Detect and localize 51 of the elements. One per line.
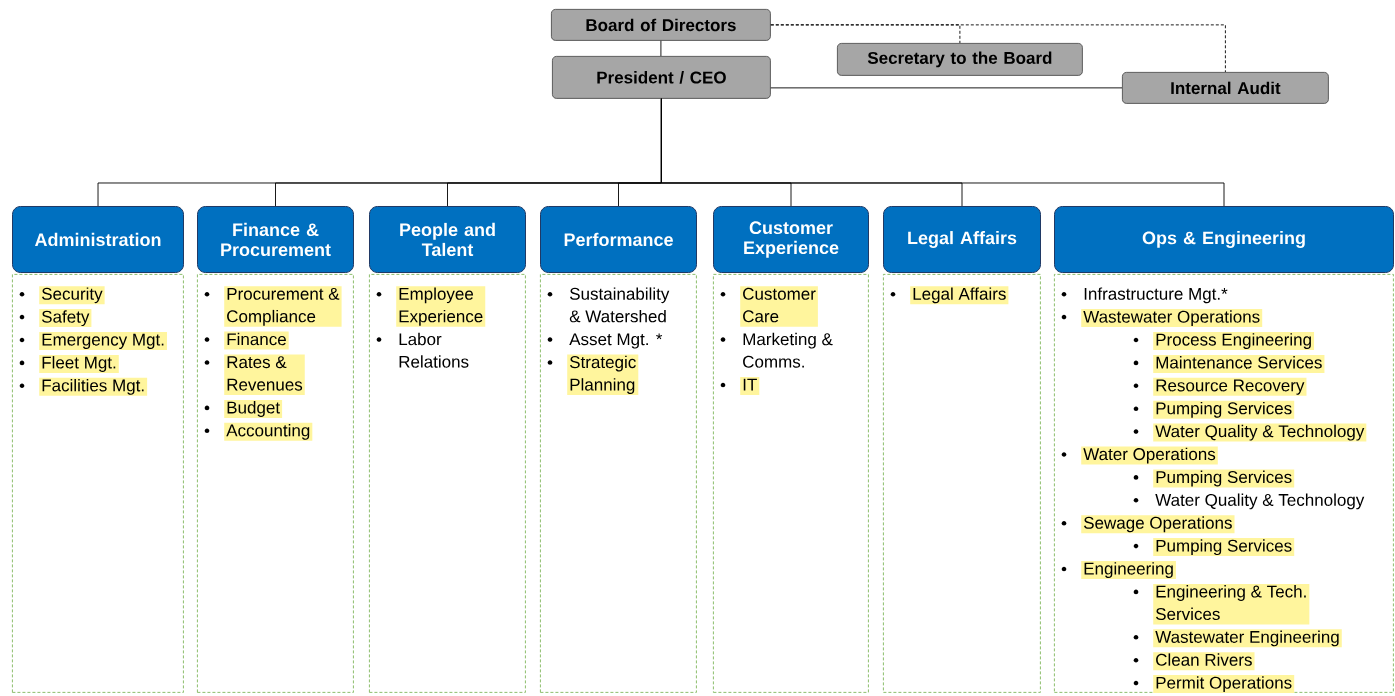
bullet-item: Maintenance Services xyxy=(1133,354,1325,373)
bullet-item: Rates & Revenues xyxy=(204,354,305,395)
connector-line xyxy=(770,24,1226,73)
bullet-item: IT xyxy=(720,377,760,395)
connector-line xyxy=(660,40,662,57)
bullet-item: Legal Affairs xyxy=(890,286,1009,305)
role-box: Secretary to the Board xyxy=(837,43,1083,76)
bullet-item: Employee Experience xyxy=(376,286,486,327)
bullet-item: Sewage Operations xyxy=(1061,515,1235,534)
role-box: President / CEO xyxy=(552,56,771,99)
bullet-item: Asset Mgt. * xyxy=(547,333,663,349)
bullet-item: Resource Recovery xyxy=(1133,377,1307,396)
bullet-item: Engineering & Tech. Services xyxy=(1133,583,1310,625)
department-box: Finance & Procurement xyxy=(197,206,354,273)
bullet-item: Clean Rivers xyxy=(1133,652,1255,671)
role-box: Board of Directors xyxy=(551,9,771,41)
bullet-item: Engineering xyxy=(1061,561,1176,579)
department-box: People and Talent xyxy=(369,206,526,273)
connector-line xyxy=(660,98,1225,207)
bullet-item: Wastewater Operations xyxy=(1061,309,1263,328)
bullet-item: Safety xyxy=(19,309,92,328)
role-box: Internal Audit xyxy=(1122,72,1329,104)
bullet-item: Wastewater Engineering xyxy=(1133,629,1342,648)
bullet-item: Budget xyxy=(204,399,283,418)
bullet-item: Strategic Planning xyxy=(547,354,639,395)
bullet-item: Pumping Services xyxy=(1133,400,1295,419)
bullet-item: Sustainability & Watershed xyxy=(547,287,670,323)
department-box: Ops & Engineering xyxy=(1054,206,1394,273)
bullet-item: Emergency Mgt. xyxy=(19,332,167,350)
bullet-item: Marketing & Comms. xyxy=(720,332,833,368)
bullet-item: Customer Care xyxy=(720,286,818,327)
bullet-item: Fleet Mgt. xyxy=(19,354,119,373)
bullet-item: Water Quality & Technology xyxy=(1133,423,1367,442)
department-box: Performance xyxy=(540,206,697,273)
bullet-item: Procurement & Compliance xyxy=(204,286,342,327)
bullet-item: Process Engineering xyxy=(1133,332,1315,350)
bullet-item: Security xyxy=(19,286,105,305)
bullet-item: Infrastructure Mgt.* xyxy=(1061,287,1228,304)
bullet-item: Finance xyxy=(204,331,289,350)
bullet-item: Pumping Services xyxy=(1133,469,1295,488)
bullet-item: Accounting xyxy=(204,422,313,441)
bullet-item: Water Quality & Technology xyxy=(1133,493,1365,510)
department-box: Customer Experience xyxy=(713,206,869,273)
bullet-item: Permit Operations xyxy=(1133,675,1295,694)
connector-line xyxy=(770,87,1123,89)
department-box: Administration xyxy=(12,206,184,273)
bullet-item: Labor Relations xyxy=(376,332,469,368)
bullet-item: Water Operations xyxy=(1061,446,1218,465)
department-box: Legal Affairs xyxy=(883,206,1041,273)
bullet-item: Facilities Mgt. xyxy=(19,377,148,396)
bullet-item: Pumping Services xyxy=(1133,538,1295,557)
